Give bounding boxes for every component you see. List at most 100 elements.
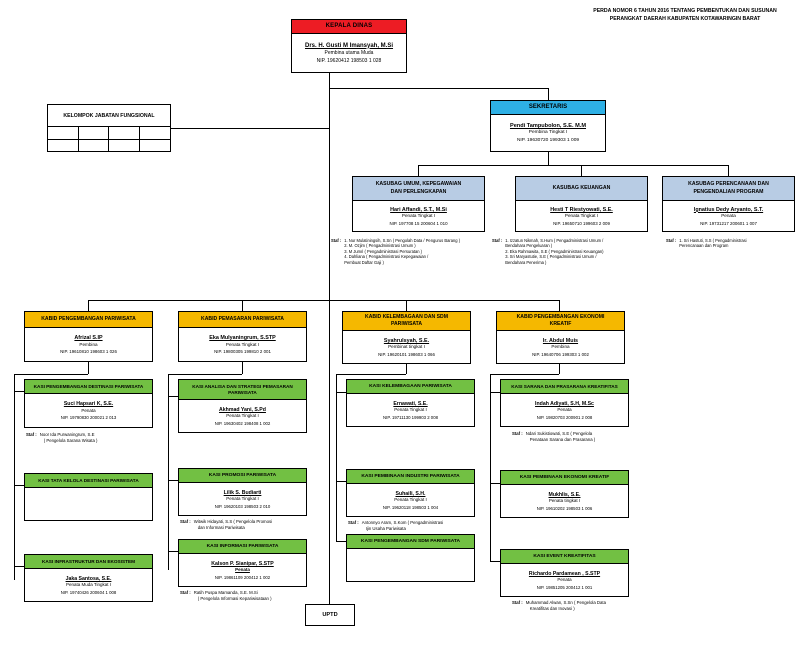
line-kabid-bus xyxy=(88,300,560,301)
node-sekretaris[interactable]: SEKRETARIS Pendi Tampubolon, S.E. M.M Pe… xyxy=(490,100,606,152)
kabid-1-title: KABID PENGEMBANGAN PARIWISATA xyxy=(25,312,152,328)
line-to-kjf xyxy=(124,128,330,129)
kasi-4-1-nip: NIP. 19820703 200901 2 008 xyxy=(536,414,593,420)
kasubag-keuangan-title-line1: KASUBAG KEUANGAN xyxy=(552,184,611,191)
kasi-3-1-name: Ernawati, S.E. xyxy=(393,400,428,407)
node-kasi-pengembangan-destinasi[interactable]: KASI PENGEMBANGAN DESTINASI PARIWISATA S… xyxy=(24,379,153,428)
line-bidang-1-rail-top xyxy=(14,374,88,375)
staff-item: Penataan Sarana dan Prasarana ) xyxy=(529,436,596,442)
node-uptd[interactable]: UPTD xyxy=(305,604,355,626)
uptd-label: UPTD xyxy=(322,612,338,618)
node-kasi-event-kreatifitas[interactable]: KASI EVENT KREATIFITAS Richardo Pardamea… xyxy=(500,549,629,597)
node-kelompok-jabatan-fungsional[interactable]: KELOMPOK JABATAN FUNGSIONAL xyxy=(47,104,171,152)
node-kasi-tata-kelola-destinasi[interactable]: KASI TATA KELOLA DESTINASI PARIWISATA xyxy=(24,473,153,521)
staff-label: Staf : xyxy=(26,432,37,437)
node-kasi-infrastruktur-ekosistem[interactable]: KASI INFRASTRUKTUR DAN EKOSISTEM Jaka Sa… xyxy=(24,554,153,602)
node-kasubag-perencanaan[interactable]: KASUBAG PERENCANAAN DAN PENGENDALIAN PRO… xyxy=(662,176,795,232)
node-kasi-informasi-pariwisata[interactable]: KASI INFORMASI PARIWISATA Kalson P. Sian… xyxy=(178,539,307,587)
kasi-2-1-title-line2: PARIWISATA xyxy=(228,390,257,395)
kjf-cell xyxy=(48,140,79,152)
node-kasi-pembinaan-industri-pariwisata[interactable]: KASI PEMBINAAN INDUSTRI PARIWISATA Suhai… xyxy=(346,469,475,517)
node-kasi-pembinaan-ekonomi-kreatif[interactable]: KASI PEMBINAAN EKONOMI KREATIF Mukhlis, … xyxy=(500,470,629,518)
kasi-3-2-title: KASI PEMBINAAN INDUSTRI PARIWISATA xyxy=(347,470,474,484)
line-bidang-4-to-seksi-2 xyxy=(490,483,500,484)
line-kasubag-drop-3 xyxy=(728,165,729,176)
staff-item: Ijin Usaha Pariwisata xyxy=(365,525,406,531)
line-bidang-4-rail xyxy=(490,374,491,561)
kasi-4-3-nip: NIP. 19851205 200412 1 001 xyxy=(536,584,593,590)
kasubag-umum-body: Hari Affandi, S.T., M.Si Penata Tingkat … xyxy=(353,201,484,232)
staff-item: 3. M Jumri ( Pengadministrasi Persuratan… xyxy=(344,248,423,254)
kepala-dinas-body: Drs. H. Gusti M Imansyah, M.Si Pembina u… xyxy=(292,34,406,73)
kasi-1-3-name: Jaka Santosa, S.E. xyxy=(65,575,112,582)
node-kabid-ekonomi-kreatif[interactable]: KABID PENGEMBANGAN EKONOMI KREATIF Ir. A… xyxy=(496,311,625,364)
kjf-cell xyxy=(109,140,140,152)
kabid-3-title: KABID KELEMBAGAAN DAN SDM PARIWISATA xyxy=(343,312,470,331)
line-bidang-2-rail xyxy=(168,374,169,570)
staff-kasubag-umum: Staf : 1. Nur Mulatiningsih, S.Sn ( Peng… xyxy=(331,238,496,265)
line-to-sekretaris xyxy=(329,88,549,89)
kasi-4-1-title: KASI SARANA DAN PRASARANA KREATIFITAS xyxy=(501,380,628,394)
kasi-3-1-body: Ernawati, S.E. Penata Tingkat I NIP. 197… xyxy=(347,394,474,427)
node-kepala-dinas[interactable]: KEPALA DINAS Drs. H. Gusti M Imansyah, M… xyxy=(291,19,407,73)
line-bidang-1-to-seksi-2 xyxy=(14,485,24,486)
kabid-1-title-line1: KABID PENGEMBANGAN PARIWISATA xyxy=(41,315,136,322)
kasi-1-1-title-line1: KASI PENGEMBANGAN DESTINASI PARIWISATA xyxy=(33,383,144,389)
staff-item: Perencanaan dan Program xyxy=(679,243,729,249)
kjf-cell xyxy=(140,127,171,139)
line-bidang-2-to-seksi-1 xyxy=(168,396,178,397)
staff-item: Bendahara Pengeluaran ) xyxy=(505,243,553,249)
node-kasi-pengembangan-sdm-pariwisata[interactable]: KASI PENGEMBANGAN SDM PARIWISATA xyxy=(346,534,475,582)
kabid-3-nip: NIP. 19620101 198603 1 066 xyxy=(378,351,435,357)
kjf-title: KELOMPOK JABATAN FUNGSIONAL xyxy=(48,105,170,127)
kasi-2-2-title-line1: KASI PROMOSI PARIWISATA xyxy=(208,472,277,478)
kasi-4-1-body: Indah Adiyati, S.H, M.Sc Penata NIP. 198… xyxy=(501,394,628,427)
node-kasi-kelembagaan-pariwisata[interactable]: KASI KELEMBAGAAN PARIWISATA Ernawati, S.… xyxy=(346,379,475,427)
kasi-2-3-nip: NIP. 19861109 200412 1 002 xyxy=(214,574,271,580)
line-bidang-4-rail-top xyxy=(490,374,559,375)
line-bidang-2-to-seksi-3 xyxy=(168,551,178,552)
kasi-4-3-name: Richardo Pardamean , S.STP xyxy=(528,570,601,577)
kasi-1-2-body xyxy=(25,488,152,521)
kabid-4-nip: NIP. 19640706 199303 1 002 xyxy=(532,351,589,357)
kasi-3-1-title: KASI KELEMBAGAAN PARIWISATA xyxy=(347,380,474,394)
node-kabid-kelembagaan-sdm[interactable]: KABID KELEMBAGAAN DAN SDM PARIWISATA Sya… xyxy=(342,311,471,364)
perda-legend: PERDA NOMOR 6 TAHUN 2016 TENTANG PEMBENT… xyxy=(575,8,795,23)
kasubag-umum-rank: Penata Tingkat I xyxy=(401,213,436,219)
node-kasi-sarana-prasarana-kreatifitas[interactable]: KASI SARANA DAN PRASARANA KREATIFITAS In… xyxy=(500,379,629,427)
kasi-2-3-rank: Penata xyxy=(235,567,250,573)
line-bidang-3-to-seksi-3 xyxy=(336,541,346,542)
kasubag-perencanaan-title-line1: KASUBAG PERENCANAAN DAN xyxy=(688,180,769,187)
line-bidang-2-rail-top xyxy=(168,374,242,375)
kasubag-umum-nip: NIP. 197708 15 200604 1 010 xyxy=(389,220,448,226)
kasi-3-2-body: Suhaili, S.H. Penata Tingkat I NIP. 1962… xyxy=(347,484,474,517)
node-kasubag-keuangan[interactable]: KASUBAG KEUANGAN Hesti T Riestyowati, S.… xyxy=(515,176,648,232)
node-kasubag-umum[interactable]: KASUBAG UMUM, KEPEGAWAIAN DAN PERLENGKAP… xyxy=(352,176,485,232)
staff-item: 1. Nur Mulatiningsih, S.Sn ( Pengolah Da… xyxy=(344,238,461,243)
kabid-4-title-line2: KREATIF xyxy=(549,320,572,327)
node-kabid-pengembangan-pariwisata[interactable]: KABID PENGEMBANGAN PARIWISATA Afrizal S.… xyxy=(24,311,153,362)
line-sekretaris-stem xyxy=(548,152,549,165)
staff-item: Bendahara Penerima ) xyxy=(505,259,547,265)
line-bidang-1-to-seksi-3 xyxy=(14,566,24,567)
kasi-1-1-name: Suci Hapsari K, S.E. xyxy=(63,401,114,408)
node-kasi-analisa-strategi-pemasaran[interactable]: KASI ANALISA DAN STRATEGI PEMASARAN PARI… xyxy=(178,379,307,433)
node-kasi-promosi-pariwisata[interactable]: KASI PROMOSI PARIWISATA Lilik S. Budiart… xyxy=(178,468,307,516)
kasubag-umum-title-line2: DAN PERLENGKAPAN xyxy=(390,188,447,195)
kasi-2-3-body: Kalson P. Sianipar, S.STP Penata NIP. 19… xyxy=(179,554,306,587)
staff-item: 1. Izzatun Nikmah, S.Hum ( Pengadministr… xyxy=(505,238,604,243)
kasi-4-3-title-line1: KASI EVENT KREATIFITAS xyxy=(533,553,596,559)
line-bidang-3-to-seksi-1 xyxy=(336,392,346,393)
staff-kasubag-keuangan: Staf : 1. Izzatun Nikmah, S.Hum ( Pengad… xyxy=(492,238,657,265)
staff-kasi-4-1: Staf : Ndari Sukistiowati, S.E ( Pengelo… xyxy=(512,431,657,442)
line-bidang-4-spine xyxy=(559,364,560,374)
kasi-4-3-title: KASI EVENT KREATIFITAS xyxy=(501,550,628,564)
kasi-1-3-body: Jaka Santosa, S.E. Penata Muda Tingkat I… xyxy=(25,569,152,602)
staff-label: Staf : xyxy=(512,600,523,605)
kasi-2-2-name: Lilik S. Budiarti xyxy=(223,489,262,496)
node-kabid-pemasaran-pariwisata[interactable]: KABID PEMASARAN PARIWISATA Eka Mulyaning… xyxy=(178,311,307,362)
kabid-3-body: Syahrulsyah, S.E. Pembinat tingkat I NIP… xyxy=(343,331,470,364)
kabid-1-nip: NIP. 19610810 198603 1 026 xyxy=(60,349,117,355)
line-kabid-drop-1 xyxy=(88,300,89,311)
legend-line-1: PERDA NOMOR 6 TAHUN 2016 TENTANG PEMBENT… xyxy=(593,8,777,14)
